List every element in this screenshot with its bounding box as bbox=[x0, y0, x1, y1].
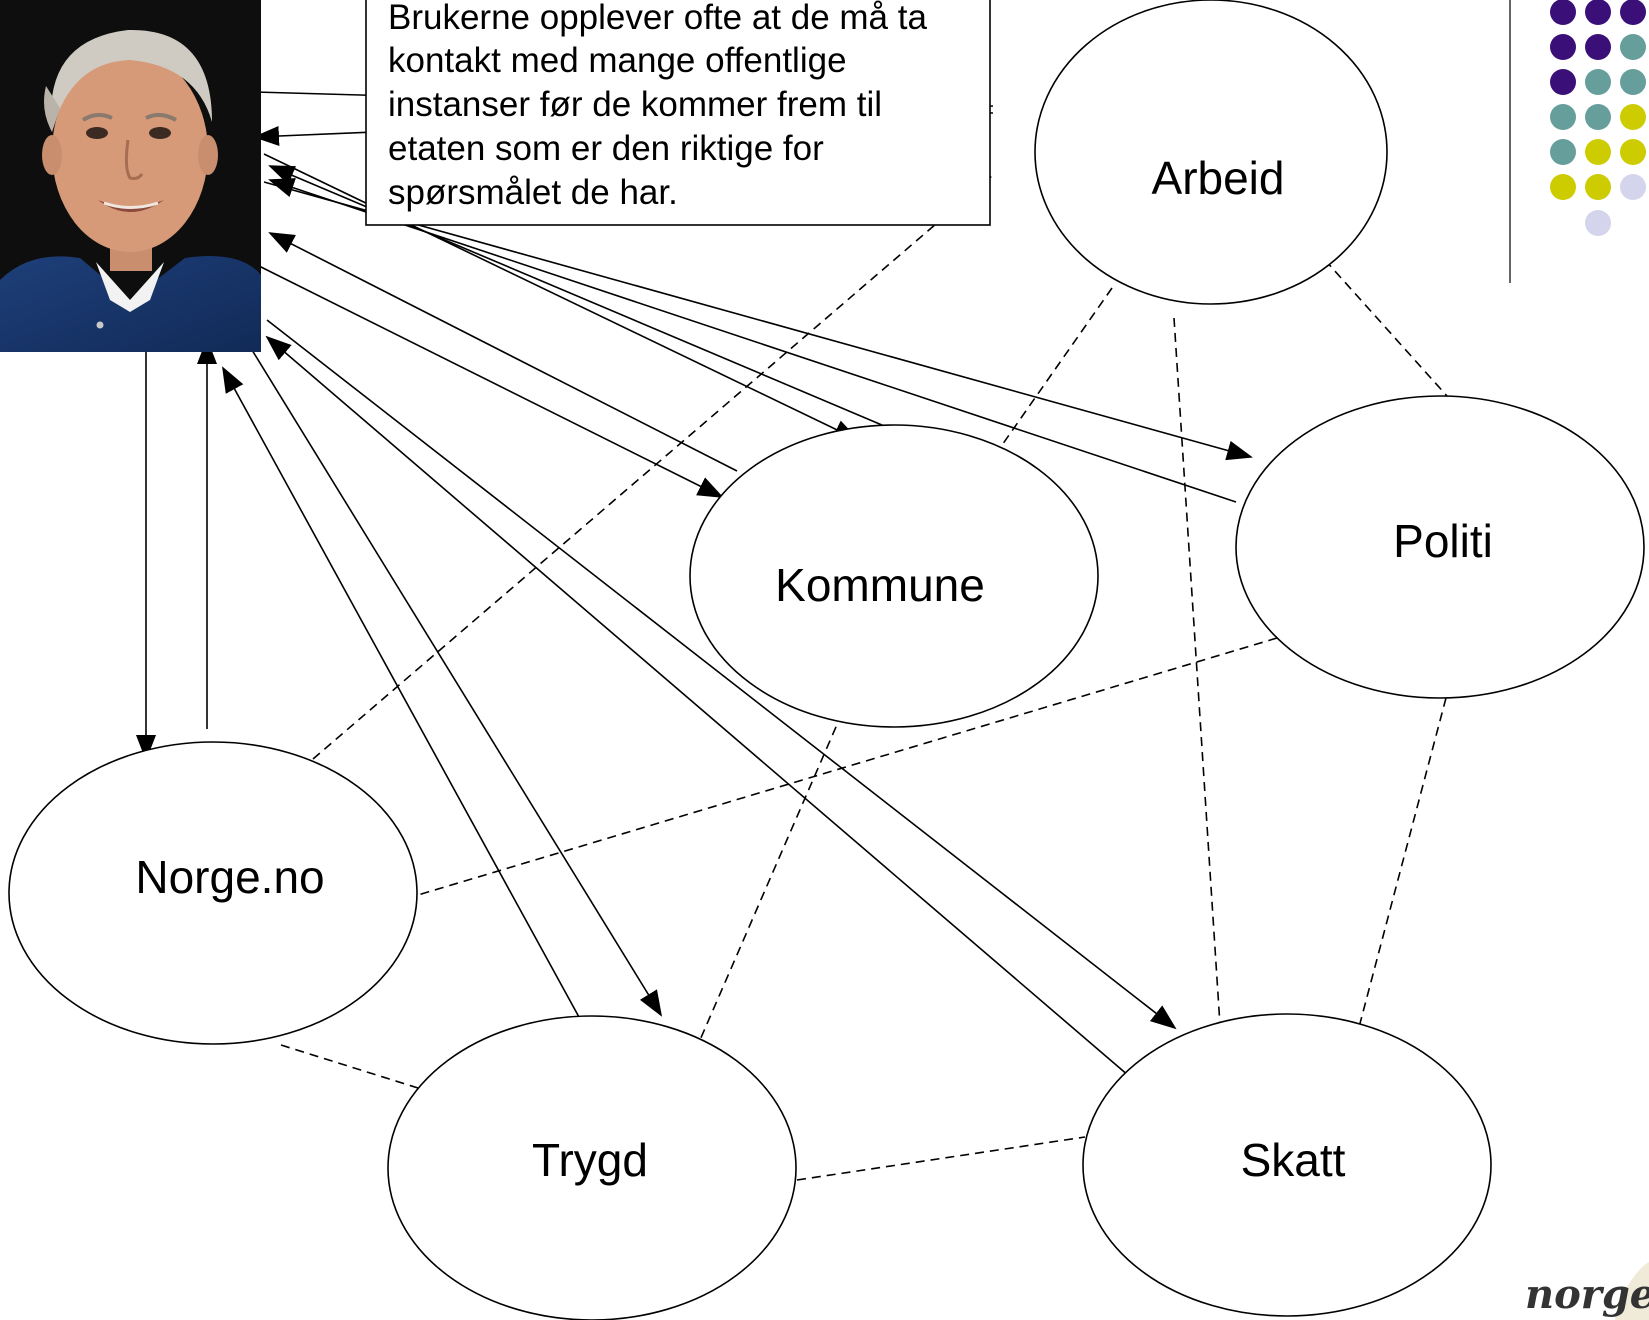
callout-line-5: spørsmålet de har. bbox=[388, 173, 678, 212]
node-skatt-label: Skatt bbox=[1241, 1134, 1346, 1186]
node-norge: Norge.no bbox=[8, 741, 418, 1045]
callout-line-3: instanser før de kommer frem til bbox=[388, 85, 882, 124]
norge-logo: norge.n bbox=[1525, 1262, 1649, 1320]
arrow-person-to-trygd bbox=[251, 349, 663, 1017]
dashed-link-norge-trygd bbox=[280, 1044, 419, 1089]
arrow-kommune-to-person bbox=[268, 232, 738, 472]
node-skatt: Skatt bbox=[1082, 1013, 1492, 1317]
node-trygd-label: Trygd bbox=[532, 1134, 648, 1186]
callout-line-4: etaten som er den riktige for bbox=[388, 129, 824, 168]
arrow-person-to-kommune-a bbox=[256, 264, 724, 498]
dashed-link-politi-skatt bbox=[1357, 697, 1447, 1032]
arrow-skatt-to-person bbox=[265, 335, 1130, 1077]
callout-line-2: kontakt med mange offentlige bbox=[388, 41, 847, 80]
dashed-link-arbeid-kommune bbox=[992, 287, 1113, 459]
node-arbeid-label: Arbeid bbox=[1152, 152, 1285, 204]
dot-grid-decoration bbox=[1550, 0, 1646, 236]
dashed-link-trygd-skatt bbox=[796, 1136, 1086, 1181]
person-photo bbox=[0, 0, 261, 352]
node-politi-label: Politi bbox=[1393, 515, 1493, 567]
node-kommune: Kommune bbox=[689, 424, 1099, 728]
arrow-politi-to-person bbox=[268, 178, 1237, 503]
dashed-connections bbox=[280, 174, 1448, 1181]
node-kommune-label: Kommune bbox=[775, 559, 985, 611]
logo-text: norge.n bbox=[1525, 1271, 1649, 1318]
arrow-trygd-to-person bbox=[222, 366, 586, 1029]
callout-line-1: Brukerne opplever ofte at de må ta bbox=[388, 0, 927, 37]
dashed-link-kommune-trygd bbox=[689, 712, 843, 1064]
node-trygd: Trygd bbox=[387, 1015, 797, 1320]
dashed-link-arbeid-politi bbox=[1324, 259, 1448, 397]
node-norge-label: Norge.no bbox=[135, 851, 324, 903]
node-politi: Politi bbox=[1235, 395, 1645, 699]
node-arbeid: Arbeid bbox=[1034, 0, 1388, 305]
callout-box: Brukerne opplever ofte at de må ta konta… bbox=[365, 0, 991, 226]
dashed-link-arbeid-skatt bbox=[1173, 317, 1221, 1026]
arrow-person-to-politi bbox=[263, 181, 1253, 461]
arrow-person-to-skatt bbox=[266, 319, 1177, 1030]
arrow-person-to-kommune-b bbox=[263, 153, 860, 441]
